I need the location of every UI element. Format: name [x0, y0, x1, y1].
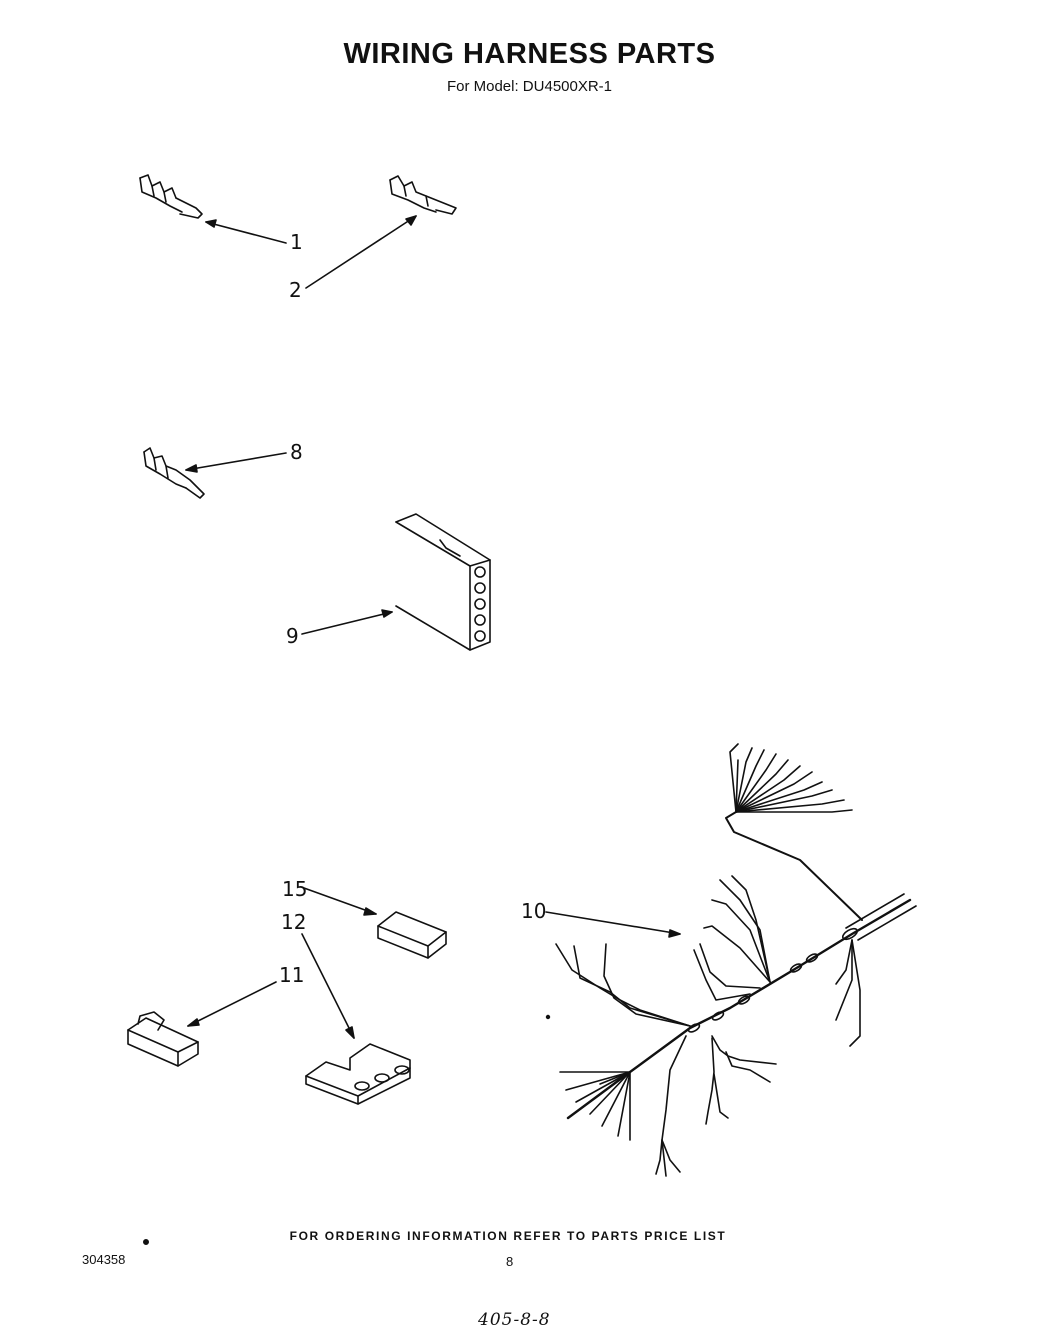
stray-dot	[143, 1239, 150, 1246]
leader-10	[545, 911, 681, 935]
terminal-part-1	[139, 174, 203, 219]
arrowhead-2	[405, 215, 417, 226]
leader-2	[305, 215, 417, 289]
housing-part-15	[377, 911, 447, 959]
arrowhead-1	[205, 219, 217, 228]
callout-15: 15	[282, 877, 308, 901]
arrowhead-11	[187, 1018, 200, 1027]
connector-housing-part-12	[305, 1043, 411, 1105]
ordering-note: FOR ORDERING INFORMATION REFER TO PARTS …	[289, 1229, 727, 1243]
leader-9	[301, 611, 393, 635]
wiring-harness-part-10	[555, 743, 917, 1177]
leader-15	[303, 887, 377, 915]
page-number: 8	[506, 1254, 514, 1269]
arrowhead-9	[381, 609, 393, 618]
arrowhead-8	[185, 464, 198, 473]
callout-1: 1	[290, 230, 303, 254]
terminal-part-8	[143, 447, 205, 499]
stray-dot	[545, 1014, 551, 1020]
callout-9: 9	[286, 624, 299, 648]
arrowhead-12	[345, 1026, 355, 1039]
document-number: 304358	[82, 1252, 126, 1267]
arrowhead-10	[668, 929, 681, 938]
callout-2: 2	[289, 278, 302, 302]
callout-12: 12	[281, 910, 307, 934]
page-title: WIRING HARNESS PARTS	[343, 38, 716, 70]
leader-12	[301, 933, 355, 1039]
leader-1	[205, 221, 287, 244]
callout-8: 8	[290, 440, 303, 464]
model-subtitle: For Model: DU4500XR-1	[446, 78, 613, 95]
callout-11: 11	[279, 963, 305, 987]
connector-block-part-9	[395, 513, 491, 651]
leader-8	[185, 452, 287, 471]
leader-11	[187, 981, 277, 1027]
callout-10: 10	[521, 899, 547, 923]
arrowhead-15	[363, 907, 377, 916]
connector-part-11	[127, 1011, 199, 1067]
handwritten-note: 405-8-8	[478, 1310, 551, 1330]
terminal-part-2	[389, 175, 457, 215]
